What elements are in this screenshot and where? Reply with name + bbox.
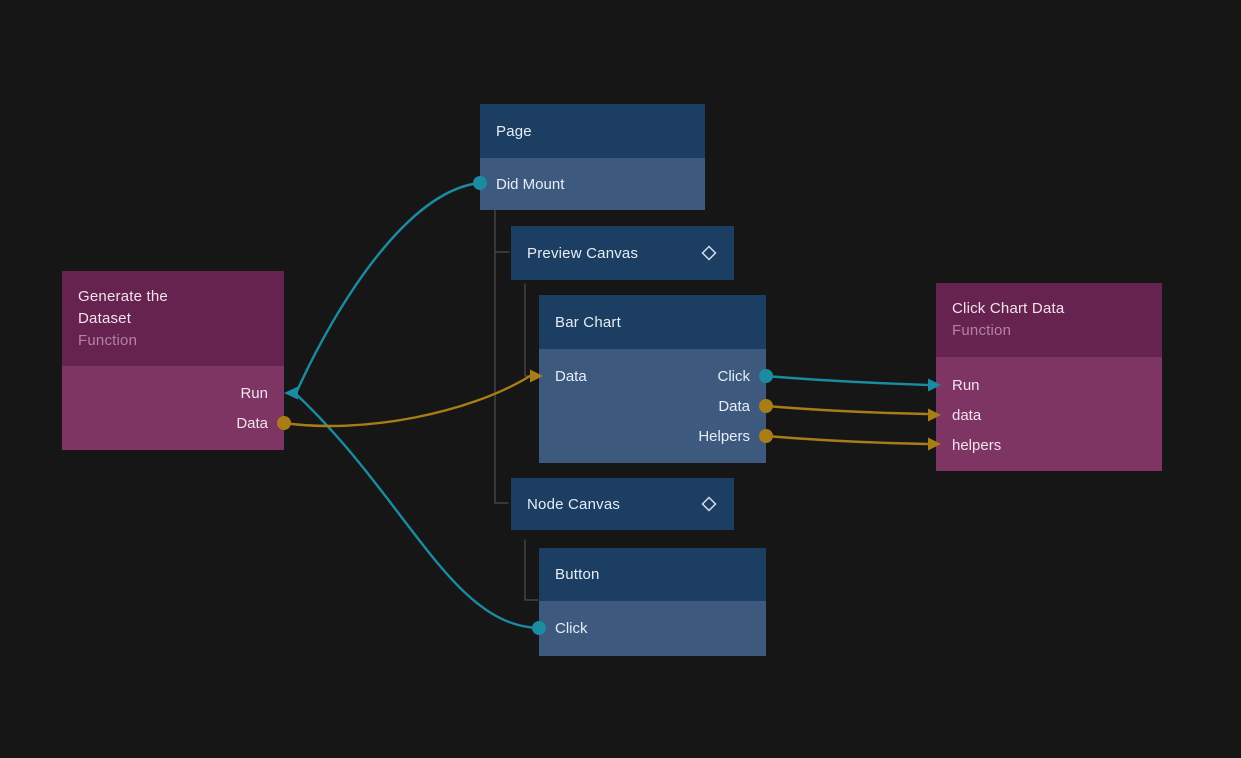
- node-page-header[interactable]: Page: [480, 104, 705, 158]
- node-title: Bar Chart: [555, 313, 621, 331]
- wire-barchart-click-to-run[interactable]: [764, 374, 929, 387]
- node-title: Node Canvas: [527, 495, 621, 513]
- tree-line-node-canvas-to-button: [524, 539, 539, 601]
- node-title: Button: [555, 566, 600, 583]
- port-label: Run: [240, 384, 268, 402]
- wire-data-to-barchart-data[interactable]: [282, 374, 532, 428]
- port-label: Data: [555, 367, 587, 385]
- tree-line-page-to-node-canvas: [494, 209, 509, 504]
- node-title: Preview Canvas: [527, 244, 639, 262]
- wire-barchart-helpers-to-helpers[interactable]: [764, 434, 929, 446]
- port-barchart-helpers-out[interactable]: Helpers: [698, 421, 750, 451]
- node-click-chart-data[interactable]: Click Chart Data Function Run data helpe…: [936, 283, 1162, 471]
- node-title: Generate the Dataset: [78, 287, 168, 327]
- node-subtitle: Function: [952, 322, 1012, 339]
- component-diamond-icon: [701, 245, 717, 261]
- node-bar-chart[interactable]: Bar Chart Data Click Data Helpers: [539, 295, 766, 463]
- node-subtitle: Function: [78, 331, 138, 349]
- node-generate-dataset-body: Run Data: [62, 366, 284, 450]
- component-diamond-icon: [701, 496, 717, 512]
- node-title: Click Chart Data: [952, 300, 1065, 317]
- port-barchart-data-out[interactable]: Data: [718, 391, 750, 421]
- arrowhead-generate-run-icon: [284, 386, 298, 400]
- node-bar-chart-body: Data Click Data Helpers: [539, 349, 766, 463]
- node-button[interactable]: Button Click: [539, 548, 766, 656]
- port-barchart-click-out[interactable]: Click: [718, 361, 751, 391]
- node-generate-dataset-header[interactable]: Generate the Dataset Function: [62, 271, 284, 366]
- node-button-header[interactable]: Button: [539, 548, 766, 601]
- node-generate-dataset[interactable]: Generate the Dataset Function Run Data: [62, 271, 284, 450]
- port-label: Did Mount: [496, 175, 565, 193]
- node-click-chart-data-body: Run data helpers: [936, 357, 1162, 471]
- node-page[interactable]: Page Did Mount: [480, 104, 705, 210]
- wire-didmount-to-run[interactable]: [295, 181, 482, 393]
- tree-line-preview-canvas-to-bar-chart: [524, 283, 538, 377]
- wire-barchart-data-to-data[interactable]: [764, 404, 929, 416]
- port-ccd-data-in[interactable]: data: [952, 400, 981, 430]
- port-label: Data: [236, 414, 268, 432]
- port-barchart-data-in[interactable]: Data: [555, 361, 587, 391]
- port-label: Helpers: [698, 427, 750, 445]
- port-didmount[interactable]: Did Mount: [480, 158, 705, 210]
- port-label: Click: [555, 620, 588, 637]
- node-preview-canvas[interactable]: Preview Canvas: [511, 226, 734, 280]
- port-label: data: [952, 406, 982, 424]
- node-preview-canvas-header[interactable]: Preview Canvas: [511, 226, 734, 280]
- port-label: helpers: [952, 436, 1002, 454]
- port-ccd-run-in[interactable]: Run: [952, 370, 980, 400]
- port-ccd-helpers-in[interactable]: helpers: [952, 430, 1001, 460]
- port-button-click[interactable]: Click: [539, 601, 766, 656]
- port-label: Data: [718, 397, 750, 415]
- port-label: Click: [717, 367, 751, 385]
- node-bar-chart-header[interactable]: Bar Chart: [539, 295, 766, 349]
- port-generate-data-out[interactable]: Data: [236, 408, 268, 438]
- node-title: Page: [496, 122, 532, 140]
- wire-click-to-run[interactable]: [295, 393, 541, 630]
- node-click-chart-data-header[interactable]: Click Chart Data Function: [936, 283, 1162, 357]
- port-generate-run-in[interactable]: Run: [240, 378, 268, 408]
- node-node-canvas-header[interactable]: Node Canvas: [511, 478, 734, 530]
- node-node-canvas[interactable]: Node Canvas: [511, 478, 734, 530]
- port-label: Run: [952, 376, 980, 394]
